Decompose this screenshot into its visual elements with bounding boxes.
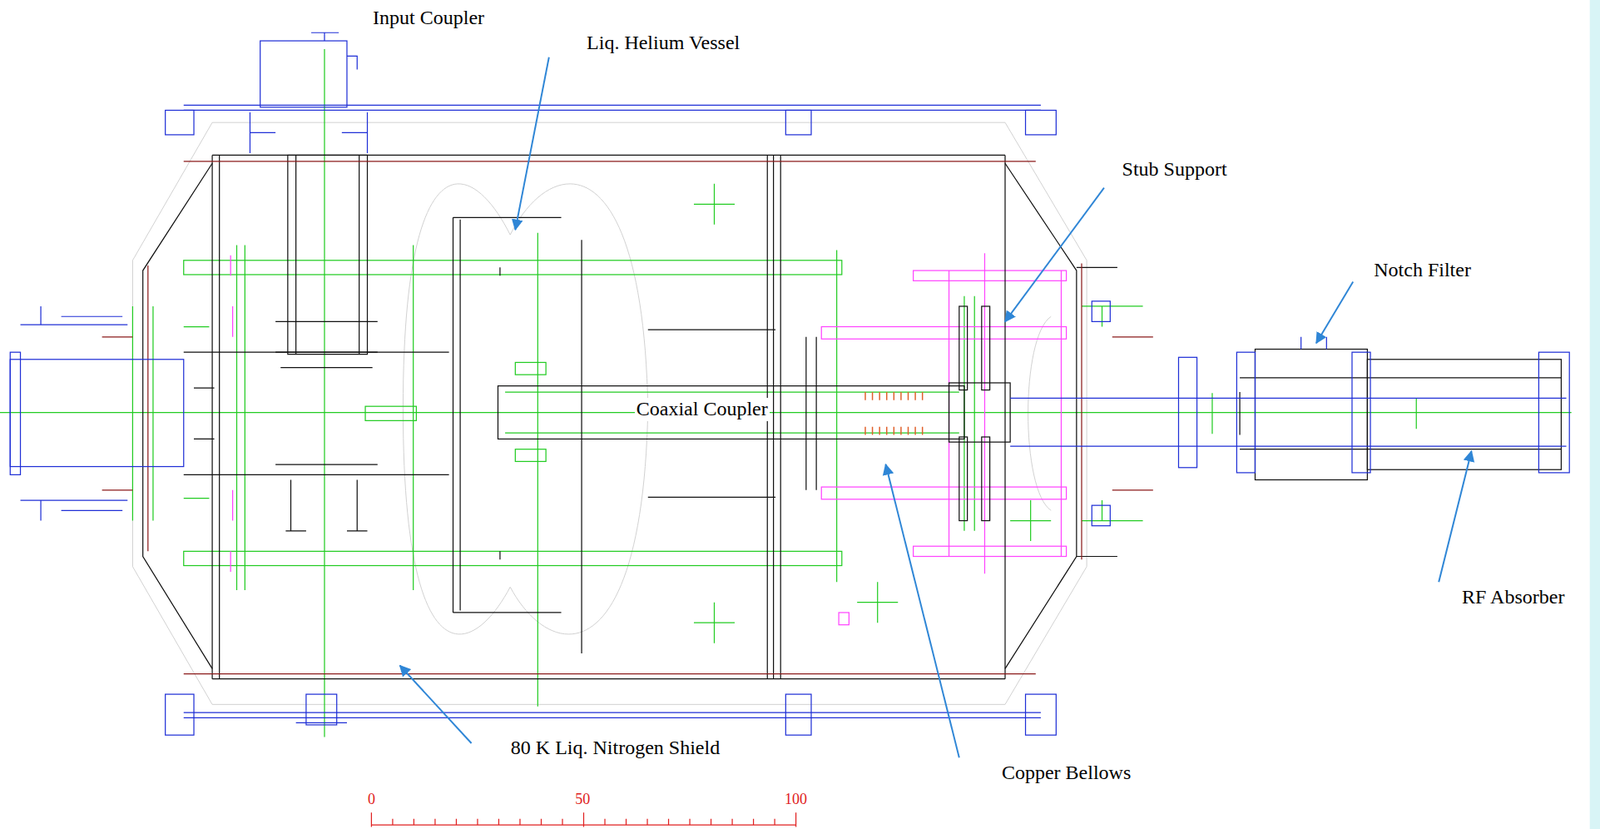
vacuum-vessel	[9, 32, 1570, 735]
scale-number: 0	[366, 790, 377, 808]
vessel-shell	[143, 154, 1562, 679]
edge-strip	[1590, 0, 1600, 829]
part-label: Input Coupler	[371, 6, 486, 30]
bellows-symbol	[865, 391, 923, 436]
leader-line	[400, 57, 1472, 758]
scale-number: 100	[782, 790, 809, 808]
part-label: Stub Support	[1120, 158, 1229, 182]
part-label: RF Absorber	[1460, 585, 1566, 610]
scale-bar	[371, 812, 796, 827]
part-label: Copper Bellows	[1000, 761, 1133, 785]
scale-number: 50	[573, 790, 592, 808]
centre-lines	[0, 49, 1572, 738]
part-label: Liq. Helium Vessel	[584, 31, 742, 55]
part-label: 80 K Liq. Nitrogen Shield	[509, 736, 722, 760]
shield-line	[102, 161, 1154, 674]
support-frame	[230, 252, 1066, 625]
part-label: Coaxial Coupler	[634, 397, 770, 422]
part-label: Notch Filter	[1372, 258, 1473, 283]
outer-outline	[132, 122, 1087, 704]
